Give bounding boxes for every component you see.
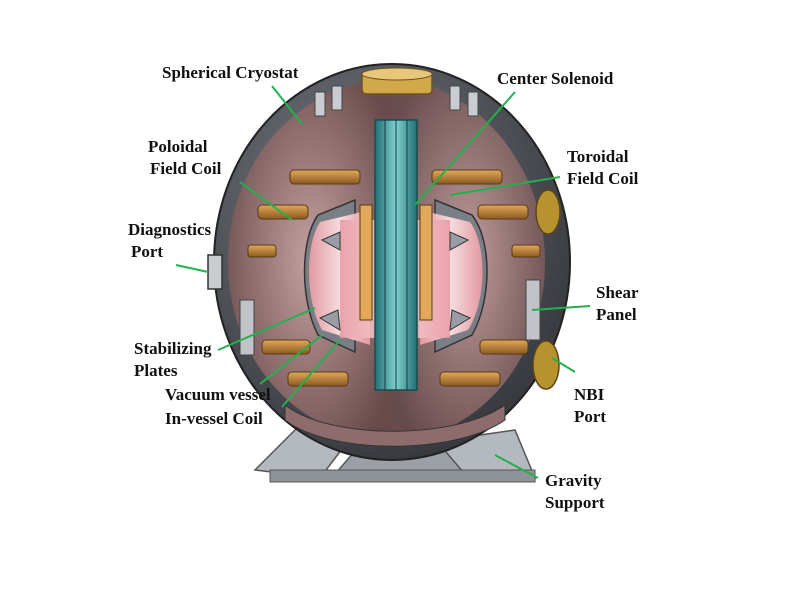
label-shear-panel-line2: Panel: [596, 305, 637, 324]
leader-stabilizing-plates: [217, 307, 316, 351]
label-toroidal-field-coil-line1: Toroidal: [567, 147, 629, 166]
leader-shear-panel: [531, 305, 591, 311]
label-poloidal-field-coil-line1: Poloidal: [148, 137, 208, 156]
label-diagnostics-port-line2: Port: [131, 242, 164, 261]
leader-gravity-support: [494, 454, 539, 479]
label-shear-panel-line1: Shear: [596, 283, 639, 302]
label-poloidal-field-coil-line2: Field Coil: [150, 159, 222, 178]
label-nbi-port-line2: Port: [574, 407, 607, 426]
label-stabilizing-plates-line1: Stabilizing: [134, 339, 212, 358]
poloidal-field-coils: [247, 169, 541, 387]
label-spherical-cryostat: Spherical Cryostat: [162, 63, 299, 82]
label-center-solenoid: Center Solenoid: [497, 69, 614, 88]
label-toroidal-field-coil-line2: Field Coil: [567, 169, 639, 188]
leader-spherical-cryostat: [271, 85, 303, 125]
leader-toroidal-field-coil: [449, 176, 561, 196]
label-gravity-support-line1: Gravity: [545, 471, 602, 490]
leader-center-solenoid: [414, 91, 516, 206]
leader-in-vessel-coil: [281, 339, 341, 408]
label-diagnostics-port-line1: Diagnostics: [128, 220, 212, 239]
label-stabilizing-plates-line2: Plates: [134, 361, 178, 380]
center-solenoid: [359, 119, 433, 391]
leader-nbi-port: [551, 357, 576, 373]
leader-vacuum-vessel: [259, 334, 323, 385]
leader-poloidal-field-coil: [239, 181, 293, 221]
label-gravity-support-line2: Support: [545, 493, 605, 512]
leader-diagnostics-port: [175, 264, 209, 273]
vacuum-vessel: [303, 198, 488, 354]
lower-chamber: [284, 403, 506, 447]
label-vacuum-vessel: Vacuum vessel: [165, 385, 271, 404]
label-nbi-port-line1: NBI: [574, 385, 605, 404]
leader-lines: [175, 85, 591, 479]
label-in-vessel-coil: In-vessel Coil: [165, 409, 263, 428]
